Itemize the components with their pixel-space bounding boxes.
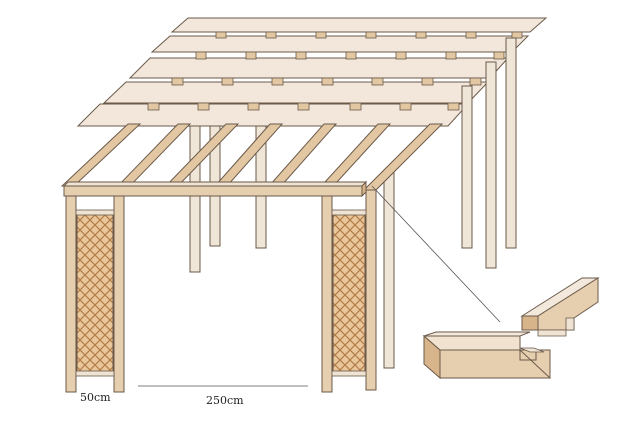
batten: [295, 51, 307, 60]
detail-leader-line: [371, 185, 501, 323]
middle-post: [189, 125, 201, 273]
dimension-label-width: 50cm: [80, 391, 111, 404]
batten: [265, 31, 277, 39]
batten: [447, 102, 460, 111]
batten: [445, 51, 457, 60]
rafters: [60, 123, 444, 195]
right-trellis-panel: [321, 189, 377, 393]
front-beam-top: [62, 181, 368, 187]
back-post: [461, 85, 473, 249]
roof-battens: [147, 31, 523, 111]
back-post: [505, 37, 517, 249]
batten: [493, 51, 505, 60]
right-lattice-bottom-rail: [331, 370, 367, 377]
back-post: [383, 171, 395, 369]
left-post-rear: [113, 195, 125, 393]
batten: [215, 31, 227, 39]
right-post-front: [321, 195, 333, 393]
batten: [197, 102, 210, 111]
right-post-rear: [365, 189, 377, 391]
batten: [247, 102, 260, 111]
batten: [469, 77, 482, 86]
batten: [399, 102, 412, 111]
batten: [321, 77, 334, 86]
right-lattice-top-rail: [331, 209, 367, 216]
left-post-front: [65, 195, 77, 393]
batten: [245, 51, 257, 60]
joint-detail: [422, 277, 600, 380]
roof-boards: [76, 17, 548, 127]
notched-block-lower: [422, 331, 551, 380]
batten: [395, 51, 407, 60]
batten: [415, 31, 427, 39]
batten: [171, 77, 184, 86]
dimensions: 50cm 250cm: [80, 385, 308, 407]
right-lattice: [332, 213, 366, 373]
batten: [221, 77, 234, 86]
batten: [271, 77, 284, 86]
front-beam-face: [63, 185, 363, 197]
batten: [465, 31, 477, 39]
batten: [511, 31, 523, 39]
batten: [349, 102, 362, 111]
batten: [345, 51, 357, 60]
notched-block-upper: [520, 277, 600, 337]
roof-board-5: [76, 103, 470, 127]
roof-board-3: [128, 57, 510, 79]
batten: [365, 31, 377, 39]
dimension-label-span: 250cm: [206, 394, 244, 407]
batten: [147, 102, 160, 111]
roof-board-2: [150, 35, 530, 53]
back-post: [485, 61, 497, 269]
batten: [195, 51, 207, 60]
batten: [371, 77, 384, 86]
batten: [421, 77, 434, 86]
left-lattice-bottom-rail: [75, 370, 115, 377]
batten: [315, 31, 327, 39]
roof-board-1: [170, 17, 548, 33]
left-lattice: [76, 213, 114, 373]
front-beam: [62, 180, 368, 198]
left-lattice-top-rail: [75, 209, 115, 216]
batten: [297, 102, 310, 111]
left-trellis-panel: [65, 195, 125, 393]
